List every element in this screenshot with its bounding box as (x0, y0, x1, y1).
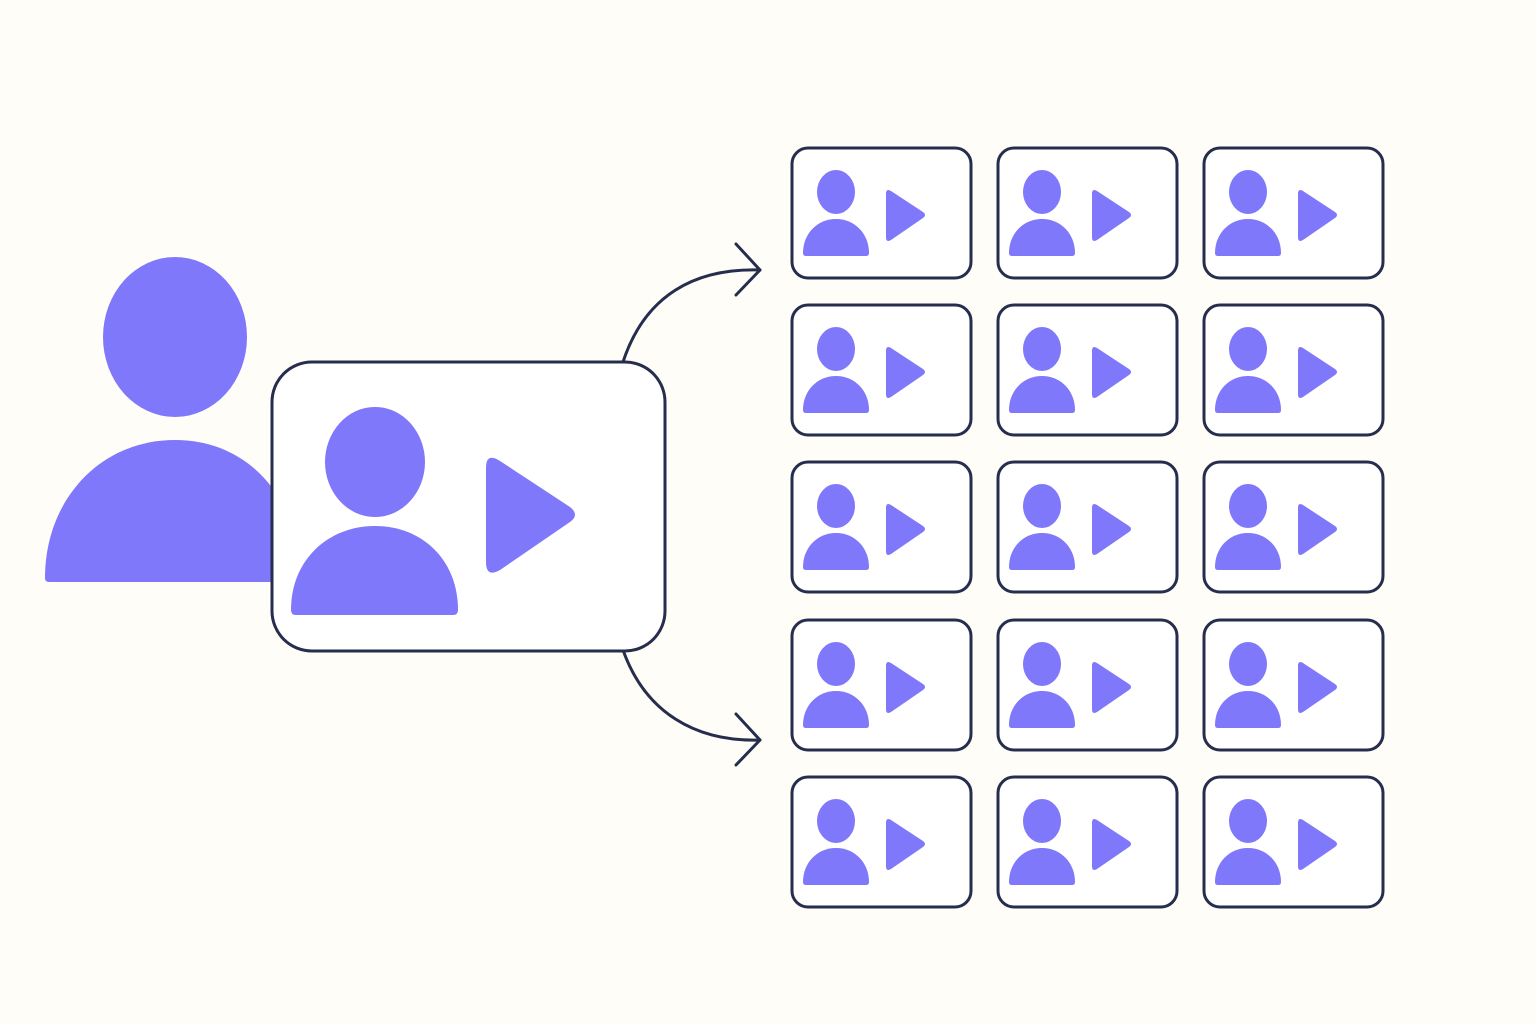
play-icon (1298, 819, 1337, 870)
arrow-bottom-icon (621, 648, 762, 767)
video-tile (1202, 775, 1385, 909)
person-icon (803, 327, 869, 413)
video-tile (996, 146, 1179, 280)
play-icon (1092, 190, 1131, 241)
tile-frame (1202, 775, 1385, 909)
tile-frame (996, 460, 1179, 594)
video-tile (996, 460, 1179, 594)
video-tile (1202, 146, 1385, 280)
tile-frame (996, 146, 1179, 280)
person-icon (1215, 170, 1281, 256)
play-icon (886, 819, 925, 870)
person-icon (1009, 642, 1075, 728)
tile-frame (790, 303, 973, 437)
play-icon (486, 457, 575, 573)
source-video-card (270, 360, 667, 653)
play-icon (886, 190, 925, 241)
play-icon (1092, 347, 1131, 398)
video-tile (996, 775, 1179, 909)
person-icon (803, 484, 869, 570)
play-icon (1092, 819, 1131, 870)
video-tile (996, 303, 1179, 437)
play-icon (1298, 504, 1337, 555)
video-person-icon (291, 407, 458, 615)
person-icon (1215, 799, 1281, 885)
video-tile (790, 775, 973, 909)
person-icon (803, 170, 869, 256)
person-icon (1215, 327, 1281, 413)
video-tile (996, 618, 1179, 752)
tile-frame (790, 618, 973, 752)
video-tile (790, 460, 973, 594)
person-icon (1009, 484, 1075, 570)
play-icon (1298, 190, 1337, 241)
play-icon (1092, 504, 1131, 555)
tile-frame (996, 775, 1179, 909)
video-tile-grid (790, 146, 1385, 909)
video-tile (1202, 460, 1385, 594)
person-icon (1009, 170, 1075, 256)
person-icon (803, 799, 869, 885)
video-tile (1202, 618, 1385, 752)
play-icon (886, 662, 925, 713)
play-icon (1298, 347, 1337, 398)
person-icon (1009, 799, 1075, 885)
tile-frame (996, 618, 1179, 752)
tile-frame (1202, 146, 1385, 280)
video-tile (1202, 303, 1385, 437)
person-icon (1215, 642, 1281, 728)
video-tile (790, 303, 973, 437)
tile-frame (790, 460, 973, 594)
tile-frame (790, 146, 973, 280)
person-icon (1009, 327, 1075, 413)
play-icon (886, 504, 925, 555)
video-tile (790, 146, 973, 280)
tile-frame (1202, 618, 1385, 752)
tile-frame (790, 775, 973, 909)
arrow-top-icon (621, 242, 762, 364)
person-icon (803, 642, 869, 728)
person-icon (1215, 484, 1281, 570)
person-icon (45, 257, 300, 582)
video-tile (790, 618, 973, 752)
play-icon (1298, 662, 1337, 713)
tile-frame (1202, 303, 1385, 437)
tile-frame (1202, 460, 1385, 594)
play-icon (886, 347, 925, 398)
tile-frame (996, 303, 1179, 437)
play-icon (1092, 662, 1131, 713)
